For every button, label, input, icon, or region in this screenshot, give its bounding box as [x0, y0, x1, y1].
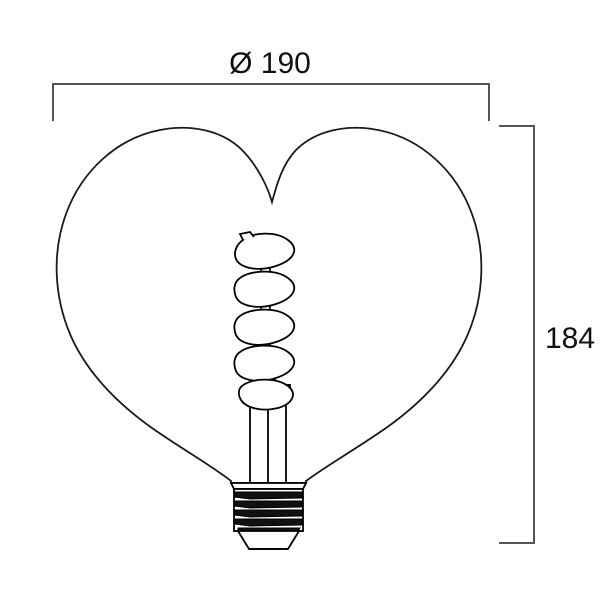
- filament-coil-turn-3: [233, 308, 296, 346]
- base-thread-1: [234, 491, 303, 500]
- filament-coil-turn-5: [237, 378, 294, 411]
- base-contact-tip: [236, 530, 301, 550]
- width-dimension-group: [52, 83, 490, 121]
- base-thread-2: [234, 500, 303, 509]
- base-thread-4: [234, 518, 303, 527]
- filament-coil-turn-2: [233, 270, 296, 308]
- width-dimension-label: Ø 190: [229, 47, 311, 80]
- filament-coil-turn-4: [233, 344, 296, 382]
- screw-base-group: [229, 482, 308, 550]
- height-dimension-label: 184: [545, 322, 595, 355]
- height-dimension-group: [499, 125, 535, 544]
- base-thread-3: [234, 509, 303, 518]
- filament-top-hook: [238, 231, 255, 241]
- width-dimension-line: [52, 83, 490, 121]
- height-dimension-line: [499, 125, 535, 544]
- spiral-filament-group: [233, 231, 296, 411]
- stem-tube-group: [249, 396, 287, 484]
- filament-coil-turn-1: [234, 232, 296, 270]
